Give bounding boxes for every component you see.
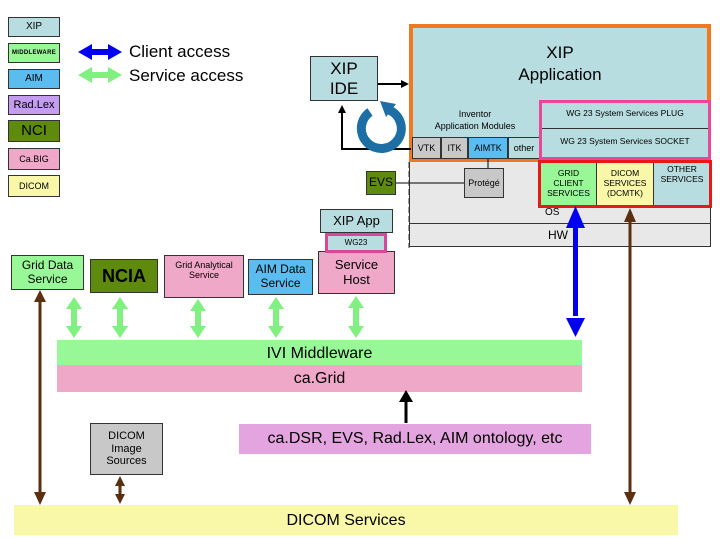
dicom-sources-line1: DICOM (108, 430, 145, 443)
module-aimtk-label: AIMTK (474, 142, 502, 153)
xip-ide-box[interactable]: XIP IDE (310, 56, 378, 101)
legend-radlex: Rad.Lex (8, 95, 60, 115)
grid-client-line2: CLIENT (553, 178, 584, 189)
dicom-services-bar[interactable]: DICOM Services (14, 505, 678, 535)
wg23-box: WG23 (325, 233, 387, 253)
xip-application-line1: XIP (546, 43, 574, 62)
inventor-line1: Inventor (458, 109, 492, 119)
dicom-sources-line2: Image (111, 442, 142, 455)
wg23-socket: WG 23 System Services SOCKET (560, 136, 690, 146)
aim-data-line2: Service (260, 276, 301, 290)
other-services-line2: SERVICES (660, 173, 704, 184)
module-itk-label: ITK (447, 142, 462, 153)
legend-xip-label: XIP (25, 21, 43, 33)
grid-client-services[interactable]: GRID CLIENT SERVICES (541, 163, 597, 205)
xip-application-line2: Application (518, 65, 602, 85)
wg23-divider (542, 128, 708, 129)
legend-nci-label: NCI (21, 122, 47, 140)
aim-data-line1: AIM Data (255, 262, 306, 277)
legend-xip: XIP (8, 17, 60, 37)
modules-to-ide-connector (338, 105, 411, 150)
legend-cabig: Ca.BIG (8, 148, 60, 170)
module-other-label: other (513, 142, 535, 153)
protege-box[interactable]: Protégé (464, 168, 504, 198)
service-host-line2: Host (343, 271, 370, 287)
ontologies-label: ca.DSR, EVS, Rad.Lex, AIM ontology, etc (267, 430, 563, 447)
ivi-middleware-bar[interactable]: IVI Middleware (57, 340, 582, 365)
wg23-frame (539, 100, 711, 160)
cagrid-label: ca.Grid (293, 370, 346, 387)
grid-client-line1: GRID (557, 168, 580, 179)
grid-analytical-service[interactable]: Grid Analytical Service (164, 255, 244, 298)
client-access-arrow-icon (78, 44, 122, 60)
grid-analytical-line1: Grid Analytical (175, 260, 233, 270)
service-access-arrow-icon (78, 67, 122, 83)
inventor-line2: Application Modules (434, 121, 516, 132)
service-access-arrow-icon (66, 296, 364, 338)
legend-client-access-label: Client access (129, 42, 231, 61)
refresh-cycle-icon (356, 101, 406, 153)
os-hw-divider (409, 223, 711, 224)
legend-cabig-label: Ca.BIG (19, 153, 49, 164)
service-host-line1: Service (334, 256, 379, 272)
wg23-plug: WG 23 System Services PLUG (566, 108, 684, 118)
legend-dicom: DICOM (8, 175, 60, 197)
grid-client-line3: SERVICES (547, 187, 590, 198)
module-aimtk[interactable]: AIMTK (468, 137, 508, 159)
evs-label: EVS (368, 175, 393, 190)
aim-data-service[interactable]: AIM Data Service (248, 259, 313, 295)
ncia-box[interactable]: NCIA (90, 259, 158, 293)
legend-nci: NCI (8, 120, 60, 142)
dicom-services-line2: SERVICES (603, 178, 647, 189)
legend-middleware: MIDDLEWARE (8, 43, 60, 63)
dicom-services-label: DICOM Services (286, 512, 406, 529)
module-vtk-label: VTK (417, 142, 436, 153)
os-label: OS (545, 207, 560, 218)
legend-middleware-label: MIDDLEWARE (12, 49, 56, 56)
grid-analytical-line2: Service (188, 270, 219, 281)
service-host-box[interactable]: Service Host (318, 251, 395, 294)
ontologies-bar[interactable]: ca.DSR, EVS, Rad.Lex, AIM ontology, etc (239, 424, 591, 454)
ncia-label: NCIA (102, 265, 146, 286)
grid-data-line1: Grid Data (21, 257, 74, 272)
dicom-services-line1: DICOM (610, 168, 640, 179)
module-other[interactable]: other (508, 137, 539, 159)
cagrid-bar[interactable]: ca.Grid (57, 365, 582, 392)
inventor-modules-label: Inventor Application Modules (415, 108, 535, 132)
legend-radlex-label: Rad.Lex (13, 98, 55, 111)
module-vtk[interactable]: VTK (412, 137, 441, 159)
other-services-line1: OTHER (667, 164, 697, 174)
legend-aim: AIM (8, 69, 60, 89)
evs-box[interactable]: EVS (366, 171, 396, 195)
dicom-sources-line3: Sources (106, 455, 147, 468)
ivi-middleware-label: IVI Middleware (266, 345, 373, 362)
dicom-image-sources[interactable]: DICOM Image Sources (90, 423, 163, 475)
xip-ide-line2: IDE (329, 78, 359, 98)
wg23-label: WG23 (344, 238, 368, 248)
legend-aim-label: AIM (25, 73, 43, 85)
dicom-services-line3: (DCMTK) (607, 187, 643, 198)
xip-application-title: XIP Application (490, 42, 630, 86)
other-services[interactable]: OTHER SERVICES (654, 164, 710, 185)
module-itk[interactable]: ITK (441, 137, 468, 159)
xip-app-box[interactable]: XIP App (320, 209, 393, 233)
xip-app-label: XIP App (333, 212, 380, 228)
grid-data-service[interactable]: Grid Data Service (11, 255, 84, 290)
legend-service-access-label: Service access (129, 66, 244, 85)
hw-label: HW (548, 228, 568, 242)
xip-ide-line1: XIP (330, 58, 358, 78)
dicom-services-dcmtk[interactable]: DICOM SERVICES (DCMTK) (597, 163, 654, 205)
grid-data-line2: Service (27, 271, 68, 286)
legend-dicom-label: DICOM (19, 180, 49, 191)
protege-label: Protégé (468, 177, 500, 188)
